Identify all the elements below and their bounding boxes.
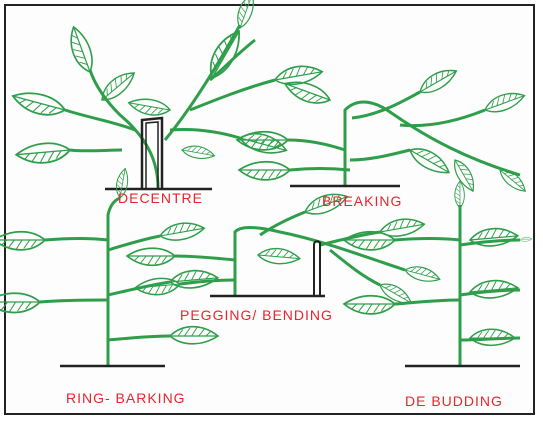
label-breaking: BREAKING — [322, 193, 402, 209]
label-ring-barking: RING- BARKING — [66, 390, 186, 406]
label-de-budding: DE BUDDING — [405, 393, 503, 409]
label-decentre: DECENTRE — [118, 190, 203, 206]
breaking-plant — [288, 92, 520, 185]
label-pegging-bending: PEGGING/ BENDING — [180, 307, 333, 323]
ringbarking-plant — [40, 198, 170, 365]
decentre-plant — [65, 25, 275, 188]
breaking-leaves — [237, 64, 529, 195]
